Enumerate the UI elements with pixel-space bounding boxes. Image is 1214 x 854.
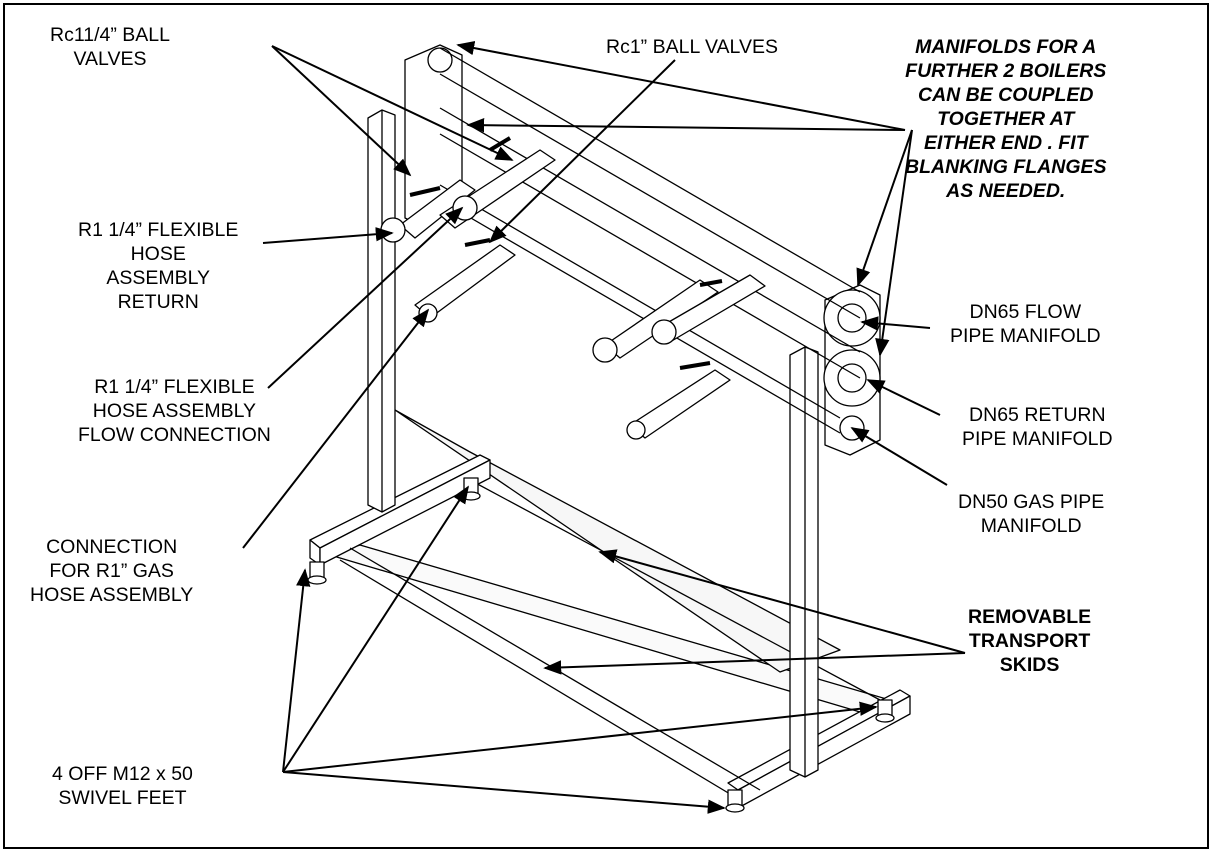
label-dn65-flow: DN65 FLOW PIPE MANIFOLD — [950, 301, 1101, 347]
label-gas-hose: CONNECTION FOR R1” GAS HOSE ASSEMBLY — [30, 536, 194, 606]
label-hose-flow: R1 1/4” FLEXIBLE HOSE ASSEMBLY FLOW CONN… — [78, 376, 271, 446]
arrow-rc1 — [488, 59, 676, 244]
arrow-manifolds-3 — [856, 129, 913, 287]
label-dn50-gas: DN50 GAS PIPE MANIFOLD — [958, 491, 1105, 537]
leader-arrows — [242, 40, 966, 814]
diagram-border — [3, 3, 1209, 849]
arrow-dn50-gas — [850, 427, 948, 486]
arrow-feet-3 — [282, 771, 726, 814]
arrow-gas-hose — [242, 308, 430, 549]
label-rc1-ball-valves: Rc1” BALL VALVES — [606, 36, 778, 58]
label-manifolds-note: MANIFOLDS FOR A FURTHER 2 BOILERS CAN BE… — [905, 36, 1107, 202]
label-dn65-return: DN65 RETURN PIPE MANIFOLD — [962, 404, 1113, 450]
label-rc114-ball-valves: Rc11/4” BALL VALVES — [50, 24, 170, 70]
arrow-manifolds-2 — [466, 117, 906, 133]
label-swivel-feet: 4 OFF M12 x 50 SWIVEL FEET — [52, 763, 193, 809]
arrow-rc114-1 — [271, 45, 412, 177]
arrow-feet-1 — [282, 568, 311, 773]
arrow-hose-return — [262, 227, 394, 244]
rig-structure — [307, 44, 911, 813]
label-hose-return: R1 1/4” FLEXIBLE HOSE ASSEMBLY RETURN — [78, 219, 239, 313]
arrow-skids-1 — [598, 549, 966, 654]
arrow-dn65-return — [866, 379, 941, 416]
arrow-feet-4 — [282, 701, 878, 773]
arrow-hose-flow — [267, 206, 464, 389]
arrow-skids-2 — [543, 652, 966, 675]
arrow-feet-2 — [282, 485, 469, 773]
arrow-manifolds-1 — [456, 40, 906, 131]
arrow-rc114-2 — [271, 45, 514, 161]
arrow-dn65-flow — [860, 316, 931, 331]
arrow-manifolds-4 — [875, 129, 913, 357]
label-transport-skids: REMOVABLE TRANSPORT SKIDS — [968, 606, 1092, 676]
